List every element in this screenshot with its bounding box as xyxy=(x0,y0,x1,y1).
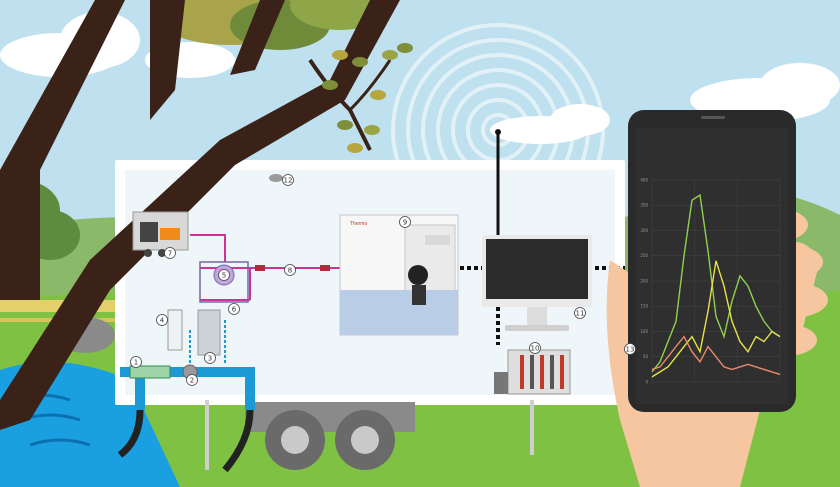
autosampler xyxy=(132,211,189,257)
callout-number: 5 xyxy=(222,271,226,279)
callout-1: 1 xyxy=(130,356,142,368)
callout-10: 10 xyxy=(529,342,541,354)
callout-12: 12 xyxy=(282,174,294,186)
callout-number: 9 xyxy=(403,218,407,226)
transfer-line xyxy=(255,265,330,271)
callout-number: 3 xyxy=(208,354,212,362)
antenna xyxy=(495,129,501,235)
callout-number: 1 xyxy=(134,358,138,366)
camera xyxy=(269,174,283,182)
callout-number: 12 xyxy=(284,176,293,184)
y-tick-label: 0 xyxy=(645,379,648,384)
y-tick-label: 100 xyxy=(640,329,648,334)
callout-13: 13 xyxy=(624,343,636,355)
callout-number: 13 xyxy=(626,345,635,353)
intake-filter xyxy=(129,364,198,380)
smartphone xyxy=(628,110,796,412)
reagent-reservoir xyxy=(167,309,221,356)
callout-8: 8 xyxy=(284,264,296,276)
phone-chart: 400 350 300 250 200 150 100 50 0 xyxy=(640,177,781,384)
tree-trunks xyxy=(0,0,400,430)
monitor xyxy=(482,235,592,331)
y-tick-label: 250 xyxy=(640,253,648,258)
callout-5: 5 xyxy=(218,269,230,281)
y-tick-label: 350 xyxy=(640,203,648,208)
callout-2: 2 xyxy=(186,374,198,386)
callout-number: 10 xyxy=(531,344,540,352)
callout-number: 11 xyxy=(576,309,585,317)
callout-11: 11 xyxy=(574,307,586,319)
callout-number: 2 xyxy=(190,376,194,384)
callout-number: 4 xyxy=(160,316,165,324)
instrument-brand: Thermo xyxy=(350,221,367,227)
callout-number: 7 xyxy=(168,249,172,257)
callout-7: 7 xyxy=(164,247,176,259)
analyzer-instrument xyxy=(339,214,459,336)
y-tick-label: 200 xyxy=(640,278,648,283)
y-tick-label: 50 xyxy=(643,354,649,359)
callout-9: 9 xyxy=(399,216,411,228)
series-line-1 xyxy=(651,260,781,378)
y-tick-label: 150 xyxy=(640,304,648,309)
branch-leaves xyxy=(308,43,413,153)
control-module xyxy=(494,349,571,395)
callout-4: 4 xyxy=(156,314,168,326)
callout-number: 8 xyxy=(288,266,292,274)
series-line-0 xyxy=(651,193,781,373)
callout-6: 6 xyxy=(228,303,240,315)
callout-3: 3 xyxy=(204,352,216,364)
series-line-2 xyxy=(651,335,781,376)
y-tick-label: 400 xyxy=(640,177,648,182)
y-tick-label: 300 xyxy=(640,228,648,233)
callout-number: 6 xyxy=(232,305,237,313)
